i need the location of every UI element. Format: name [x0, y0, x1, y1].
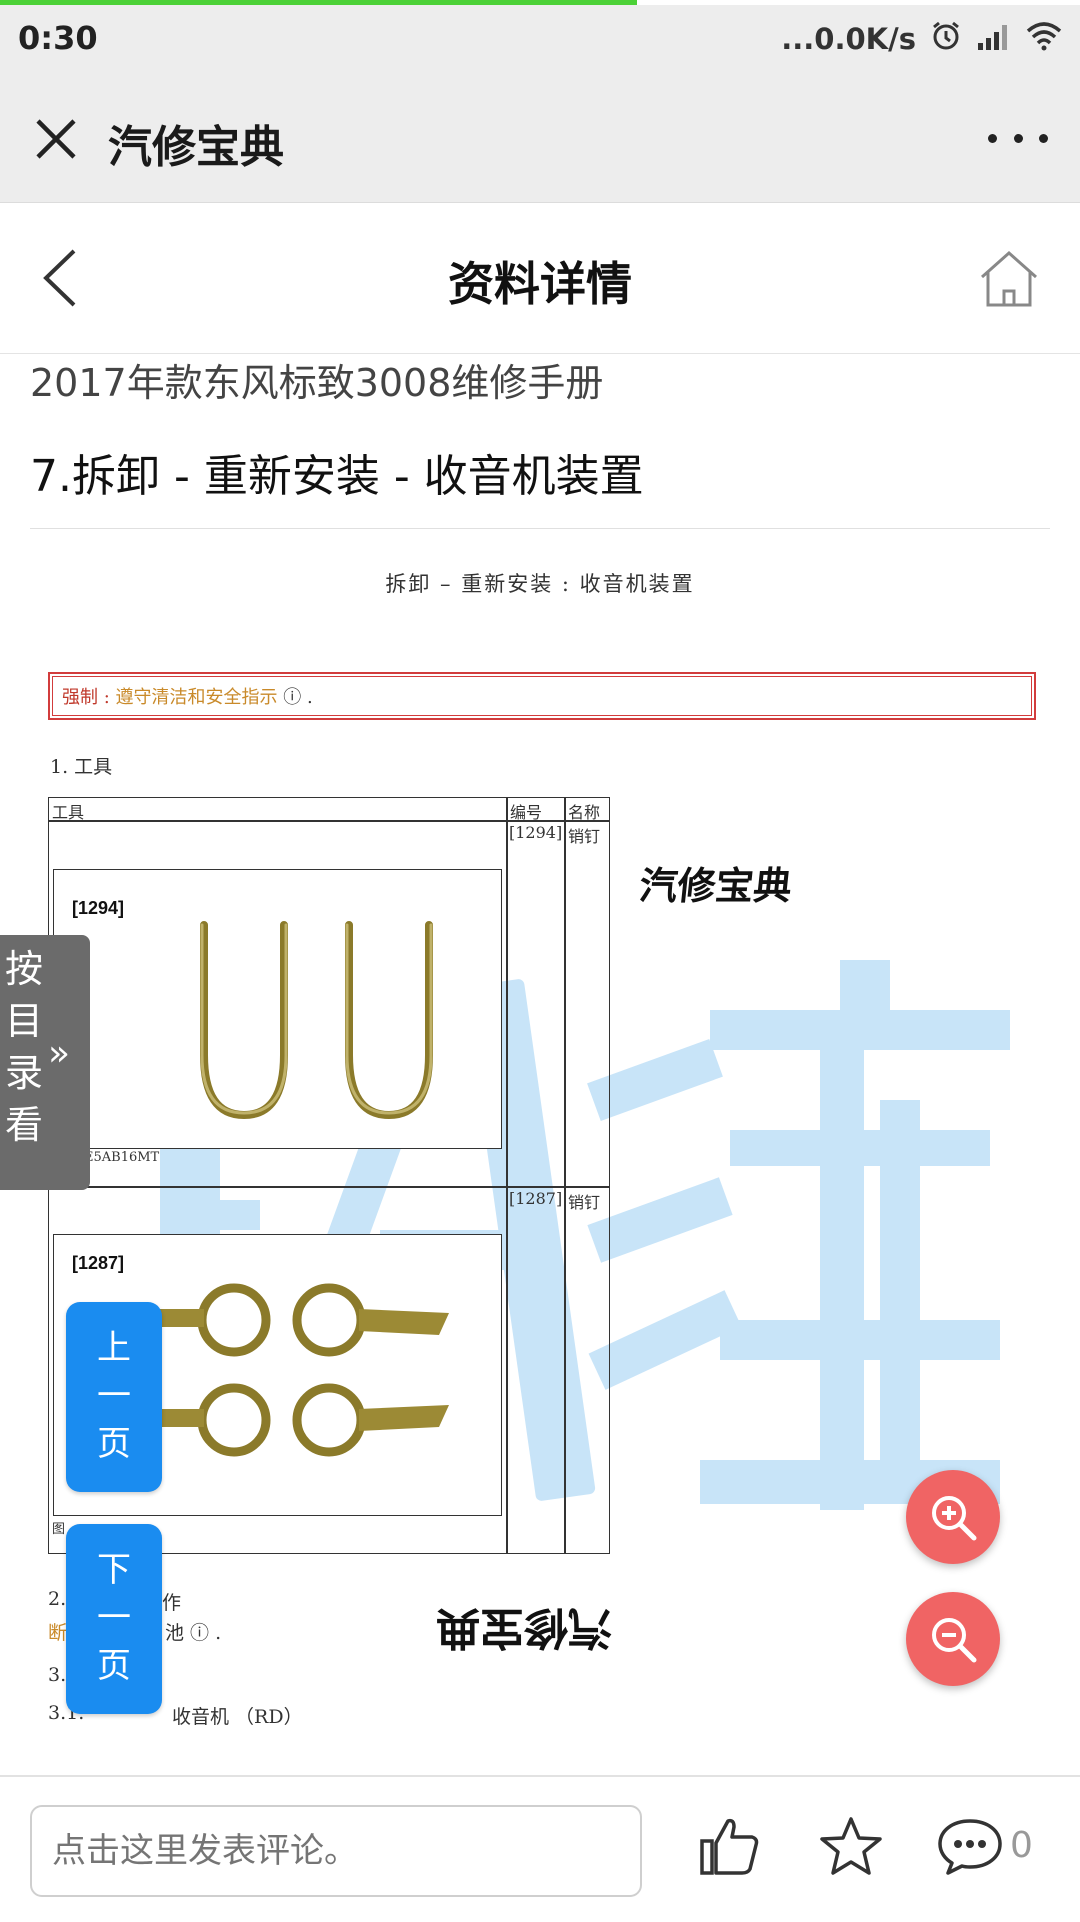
- page-load-progress: [0, 0, 1080, 5]
- zoom-in-icon: [932, 1496, 977, 1541]
- zoom-in-button[interactable]: [906, 1470, 1000, 1564]
- comments-button[interactable]: [936, 1815, 1004, 1881]
- warning-text: 强制 : 遵守清洁和安全指示 ⓘ .: [62, 683, 313, 709]
- table-divider: [49, 820, 609, 822]
- favorite-button[interactable]: [818, 1815, 884, 1881]
- doc-step-2-text: 作: [162, 1592, 182, 1614]
- warning-body: 遵守清洁和安全指示: [115, 687, 278, 708]
- doc-step-2b-text: 池 ⓘ .: [165, 1622, 222, 1644]
- tool-image-pins: [1294]: [53, 869, 502, 1149]
- next-label-char: 一: [97, 1598, 131, 1638]
- chevron-left-icon: [43, 249, 76, 307]
- warning-suffix: ⓘ .: [277, 687, 313, 708]
- table-divider: [564, 798, 566, 1553]
- figure-ref: 图: [52, 1522, 66, 1537]
- next-page-button[interactable]: 下 一 页: [66, 1524, 162, 1714]
- watermark-text-flipped: 汽修宝典: [436, 1602, 612, 1653]
- status-indicators: ...0.0K/s: [781, 19, 1062, 59]
- table-header-name: 名称: [568, 803, 601, 822]
- next-label-char: 下: [97, 1550, 131, 1590]
- tools-table: 工具 编号 名称 [1294] 销钉 [1287] 销钉 [1294] E5AB…: [48, 797, 610, 1554]
- divider: [30, 528, 1050, 529]
- alarm-icon: [930, 20, 962, 59]
- doc-step-2b: 断: [48, 1622, 68, 1644]
- star-icon: [820, 1817, 882, 1875]
- warning-label: 强制 :: [62, 687, 116, 708]
- table-divider: [49, 1186, 609, 1188]
- doc-step-3: 3.: [48, 1664, 67, 1686]
- toc-side-tab[interactable]: 按 目 录 看 »: [0, 935, 90, 1190]
- wifi-icon: [1026, 21, 1062, 58]
- comment-count: 0: [1010, 1825, 1033, 1866]
- table-cell-code: [1287]: [509, 1189, 563, 1208]
- figure-ref: E5AB16MT: [84, 1150, 160, 1165]
- webview-title: 汽修宝典: [108, 122, 284, 173]
- table-divider: [506, 798, 508, 1553]
- zoom-out-button[interactable]: [906, 1592, 1000, 1686]
- table-cell-code: [1294]: [509, 823, 563, 842]
- doc-step-3-1-text: 收音机 （RD）: [172, 1706, 303, 1728]
- previous-page-button[interactable]: 上 一 页: [66, 1302, 162, 1492]
- tool-image-label: [1287]: [72, 1253, 125, 1273]
- webview-header: 汽修宝典: [0, 75, 1080, 203]
- toc-label-char: 目: [4, 999, 43, 1043]
- doc-step-2: 2.: [48, 1588, 67, 1610]
- network-speed: ...0.0K/s: [781, 22, 916, 56]
- toc-label-char: 录: [4, 1051, 43, 1095]
- close-button[interactable]: [28, 111, 84, 167]
- thumbs-up-icon: [700, 1818, 759, 1875]
- next-label-char: 页: [97, 1646, 131, 1686]
- bottom-bar: 0: [0, 1775, 1080, 1922]
- table-header-code: 编号: [510, 803, 543, 822]
- section-tools-heading: 1. 工具: [50, 756, 113, 778]
- home-icon: [981, 250, 1037, 307]
- prev-label-char: 上: [97, 1328, 131, 1368]
- close-icon: [36, 119, 76, 159]
- toc-label-char: 看: [4, 1103, 43, 1147]
- more-options-button[interactable]: [988, 113, 1048, 163]
- prev-label-char: 一: [97, 1376, 131, 1416]
- back-button[interactable]: [36, 245, 86, 311]
- document-caption: 拆卸 – 重新安装 : 收音机装置: [385, 572, 695, 596]
- page-load-progress-fill: [0, 0, 638, 5]
- chapter-title: 7.拆卸 - 重新安装 - 收音机装置: [30, 451, 644, 502]
- status-bar: 0:30 ...0.0K/s: [0, 5, 1080, 75]
- more-dot-icon: [1039, 133, 1048, 143]
- more-dot-icon: [988, 133, 997, 143]
- signal-icon: [976, 21, 1012, 58]
- toc-label-char: 按: [4, 947, 43, 991]
- book-title: 2017年款东风标致3008维修手册: [30, 361, 604, 405]
- zoom-out-icon: [932, 1618, 977, 1663]
- table-cell-name: 销钉: [568, 827, 601, 846]
- table-header-tool: 工具: [52, 803, 85, 822]
- more-dot-icon: [1013, 133, 1023, 143]
- comment-bubble-icon: [938, 1819, 1002, 1875]
- like-button[interactable]: [698, 1815, 760, 1881]
- home-button[interactable]: [976, 247, 1042, 311]
- prev-label-char: 页: [97, 1424, 131, 1464]
- page-header: 资料详情: [0, 203, 1080, 354]
- tool-image-label: [1294]: [72, 898, 125, 918]
- table-cell-name: 销钉: [568, 1193, 601, 1212]
- watermark-text: 汽修宝典: [637, 864, 794, 908]
- toc-side-tab-label: 按 目 录 看: [2, 943, 46, 1151]
- page-title: 资料详情: [448, 257, 632, 311]
- u-pin-illustration: [200, 921, 433, 1120]
- double-chevron-right-icon: »: [48, 1033, 71, 1074]
- release-key-illustration: [154, 1283, 449, 1457]
- status-time: 0:30: [18, 19, 98, 57]
- comment-input[interactable]: [30, 1805, 642, 1897]
- warning-box: 强制 : 遵守清洁和安全指示 ⓘ .: [48, 672, 1036, 720]
